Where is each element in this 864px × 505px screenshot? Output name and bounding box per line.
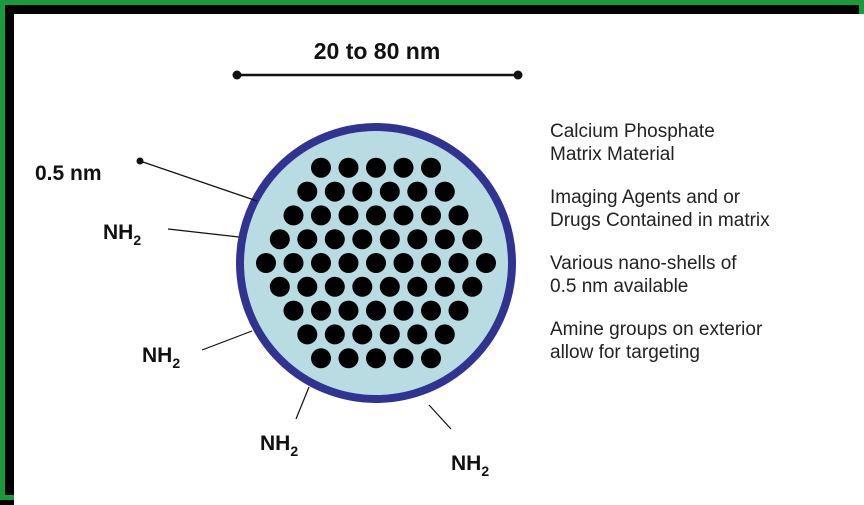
agent-dot (421, 253, 441, 273)
agent-dot (393, 205, 414, 226)
agent-dot (297, 324, 318, 345)
agent-dot (366, 253, 386, 273)
amine-label-1: NH2 (103, 221, 141, 248)
amine-label-3: NH2 (260, 432, 298, 459)
agent-dot (407, 181, 428, 202)
amine-line-2 (201, 330, 253, 351)
agent-dot (434, 324, 455, 345)
agent-dot (379, 276, 400, 297)
agent-dot (421, 348, 441, 369)
agent-dot (421, 157, 441, 178)
agent-dot (393, 300, 414, 321)
agent-dot (448, 300, 469, 321)
svg-text:NH2: NH2 (103, 221, 141, 248)
agent-dot (311, 253, 331, 273)
agent-dot (366, 157, 386, 178)
diagram-canvas: 20 to 80 nm 0.5 nm NH2 NH2 (14, 14, 864, 505)
agent-dot (434, 229, 455, 250)
agent-dot (311, 348, 331, 369)
amine-label-2: NH2 (142, 344, 180, 371)
agent-dot (297, 181, 318, 202)
agent-dot (393, 348, 414, 369)
agent-dot (352, 229, 373, 250)
agent-dot (338, 157, 359, 178)
agent-dot (379, 181, 400, 202)
agent-dot (421, 300, 441, 321)
agent-dot (324, 324, 345, 345)
legend: Calcium Phosphate Matrix Material Imagin… (550, 120, 864, 384)
shell-callout-line (139, 160, 258, 202)
scale-bar-label: 20 to 80 nm (314, 38, 441, 64)
shell-thickness-label: 0.5 nm (35, 162, 102, 185)
nanoparticle-diagram: 20 to 80 nm 0.5 nm NH2 NH2 (35, 38, 523, 479)
agent-dot (421, 205, 441, 226)
agent-dot (407, 276, 428, 297)
agent-dot (448, 253, 469, 273)
agent-dot (366, 300, 386, 321)
agent-dot (269, 276, 290, 297)
agent-dot (379, 229, 400, 250)
amine-label-4: NH2 (451, 452, 489, 479)
agent-dot (283, 300, 304, 321)
amine-line-4 (428, 404, 452, 430)
agent-dot (434, 181, 455, 202)
agent-dot (476, 253, 496, 273)
agent-dot (311, 157, 331, 178)
agent-dot (407, 229, 428, 250)
agent-dot (407, 324, 428, 345)
scale-bar-right-dot (513, 70, 523, 80)
agent-dot (338, 205, 359, 226)
legend-nanoshells: Various nano-shells of 0.5 nm available (550, 253, 737, 297)
agent-dot (324, 229, 345, 250)
agent-dot (311, 300, 331, 321)
agent-dot (338, 348, 359, 369)
legend-amine: Amine groups on exterior allow for targe… (550, 319, 763, 363)
agent-dot (311, 205, 331, 226)
agent-dot (338, 253, 359, 273)
agent-dot (269, 229, 290, 250)
agent-dot (393, 253, 414, 273)
agent-dot (324, 181, 345, 202)
agent-dot (283, 253, 304, 273)
agent-dot (434, 276, 455, 297)
agent-dot (366, 205, 386, 226)
agent-dot (297, 276, 318, 297)
agent-dot (379, 324, 400, 345)
agent-dot (462, 276, 483, 297)
agent-dot (462, 229, 483, 250)
agent-dot (352, 324, 373, 345)
agent-dot (324, 276, 345, 297)
agent-dot (366, 348, 386, 369)
agent-dot (352, 181, 373, 202)
agent-dot (352, 276, 373, 297)
agent-dot (283, 205, 304, 226)
amine-line-3 (295, 386, 310, 420)
agent-dot (297, 229, 318, 250)
agent-dot (448, 205, 469, 226)
svg-text:NH2: NH2 (142, 344, 180, 371)
agent-dot (256, 253, 276, 273)
svg-text:NH2: NH2 (451, 452, 489, 479)
amine-line-1 (167, 228, 240, 238)
scale-bar-left-dot (232, 70, 242, 80)
agent-dot (393, 157, 414, 178)
legend-agents: Imaging Agents and or Drugs Contained in… (550, 187, 770, 231)
svg-text:NH2: NH2 (260, 432, 298, 459)
encapsulated-agents (256, 157, 496, 369)
legend-matrix: Calcium Phosphate Matrix Material (550, 121, 715, 165)
agent-dot (338, 300, 359, 321)
